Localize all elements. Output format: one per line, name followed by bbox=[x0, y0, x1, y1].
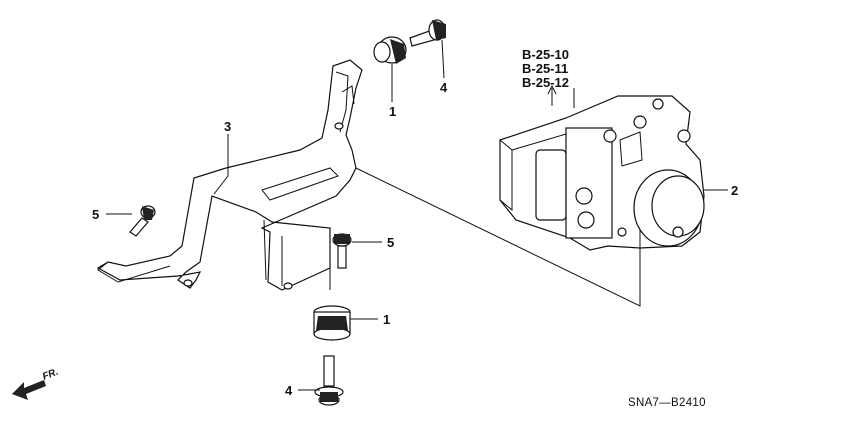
reference-code-1: B-25-10 bbox=[522, 47, 569, 62]
bushing-lower-part bbox=[313, 305, 351, 341]
callout-4-lower: 4 bbox=[285, 383, 293, 398]
reference-code-3: B-25-12 bbox=[522, 75, 569, 90]
front-label: FR. bbox=[41, 367, 60, 383]
modulator-unit-part bbox=[499, 95, 705, 251]
bracket-part bbox=[96, 59, 363, 291]
bolt-upper-part bbox=[409, 19, 446, 47]
callout-1-lower: 1 bbox=[383, 312, 390, 327]
diagram-code: SNA7—B2410 bbox=[628, 397, 706, 409]
callout-labels: 1 2 3 4 5 5 1 4 bbox=[92, 80, 738, 398]
bushing-upper-part bbox=[373, 36, 407, 64]
callout-5-mid: 5 bbox=[387, 235, 394, 250]
callout-3: 3 bbox=[224, 119, 231, 134]
callout-4-upper: 4 bbox=[440, 80, 448, 95]
bolt-lower-part bbox=[314, 355, 344, 406]
front-arrow-icon bbox=[12, 380, 46, 400]
leader-lines bbox=[106, 39, 728, 391]
front-indicator: FR. bbox=[12, 367, 60, 400]
bolt-mid-part bbox=[332, 233, 352, 269]
callout-2: 2 bbox=[731, 183, 738, 198]
reference-code-2: B-25-11 bbox=[522, 61, 568, 76]
reference-codes: B-25-10 B-25-11 B-25-12 bbox=[522, 47, 569, 90]
bolt-left-part bbox=[129, 205, 156, 237]
callout-5-left: 5 bbox=[92, 207, 99, 222]
callout-1-upper: 1 bbox=[389, 104, 396, 119]
